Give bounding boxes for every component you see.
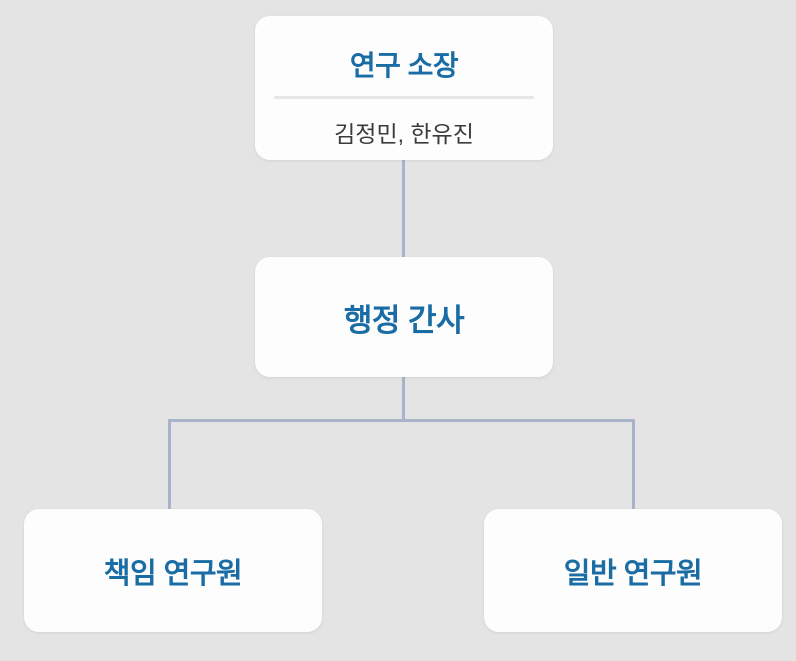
connector-admin-to-bus — [402, 376, 405, 421]
org-node-director-divider — [274, 95, 534, 99]
org-node-senior-researcher-title: 책임 연구원 — [103, 557, 243, 590]
org-node-director-title: 연구 소장 — [349, 49, 459, 81]
org-node-admin-title: 행정 간사 — [343, 302, 465, 338]
org-node-general-researcher-title: 일반 연구원 — [563, 557, 703, 590]
connector-director-to-admin — [402, 159, 405, 258]
org-node-director-members: 김정민, 한유진 — [334, 120, 474, 147]
connector-bus-to-general — [632, 419, 635, 511]
org-node-director[interactable]: 연구 소장 김정민, 한유진 — [255, 16, 553, 160]
org-node-admin[interactable]: 행정 간사 — [255, 257, 553, 377]
org-node-senior-researcher[interactable]: 책임 연구원 — [24, 509, 322, 632]
connector-horizontal-bus — [168, 419, 635, 422]
connector-bus-to-senior — [168, 419, 171, 511]
org-node-general-researcher[interactable]: 일반 연구원 — [484, 509, 782, 632]
